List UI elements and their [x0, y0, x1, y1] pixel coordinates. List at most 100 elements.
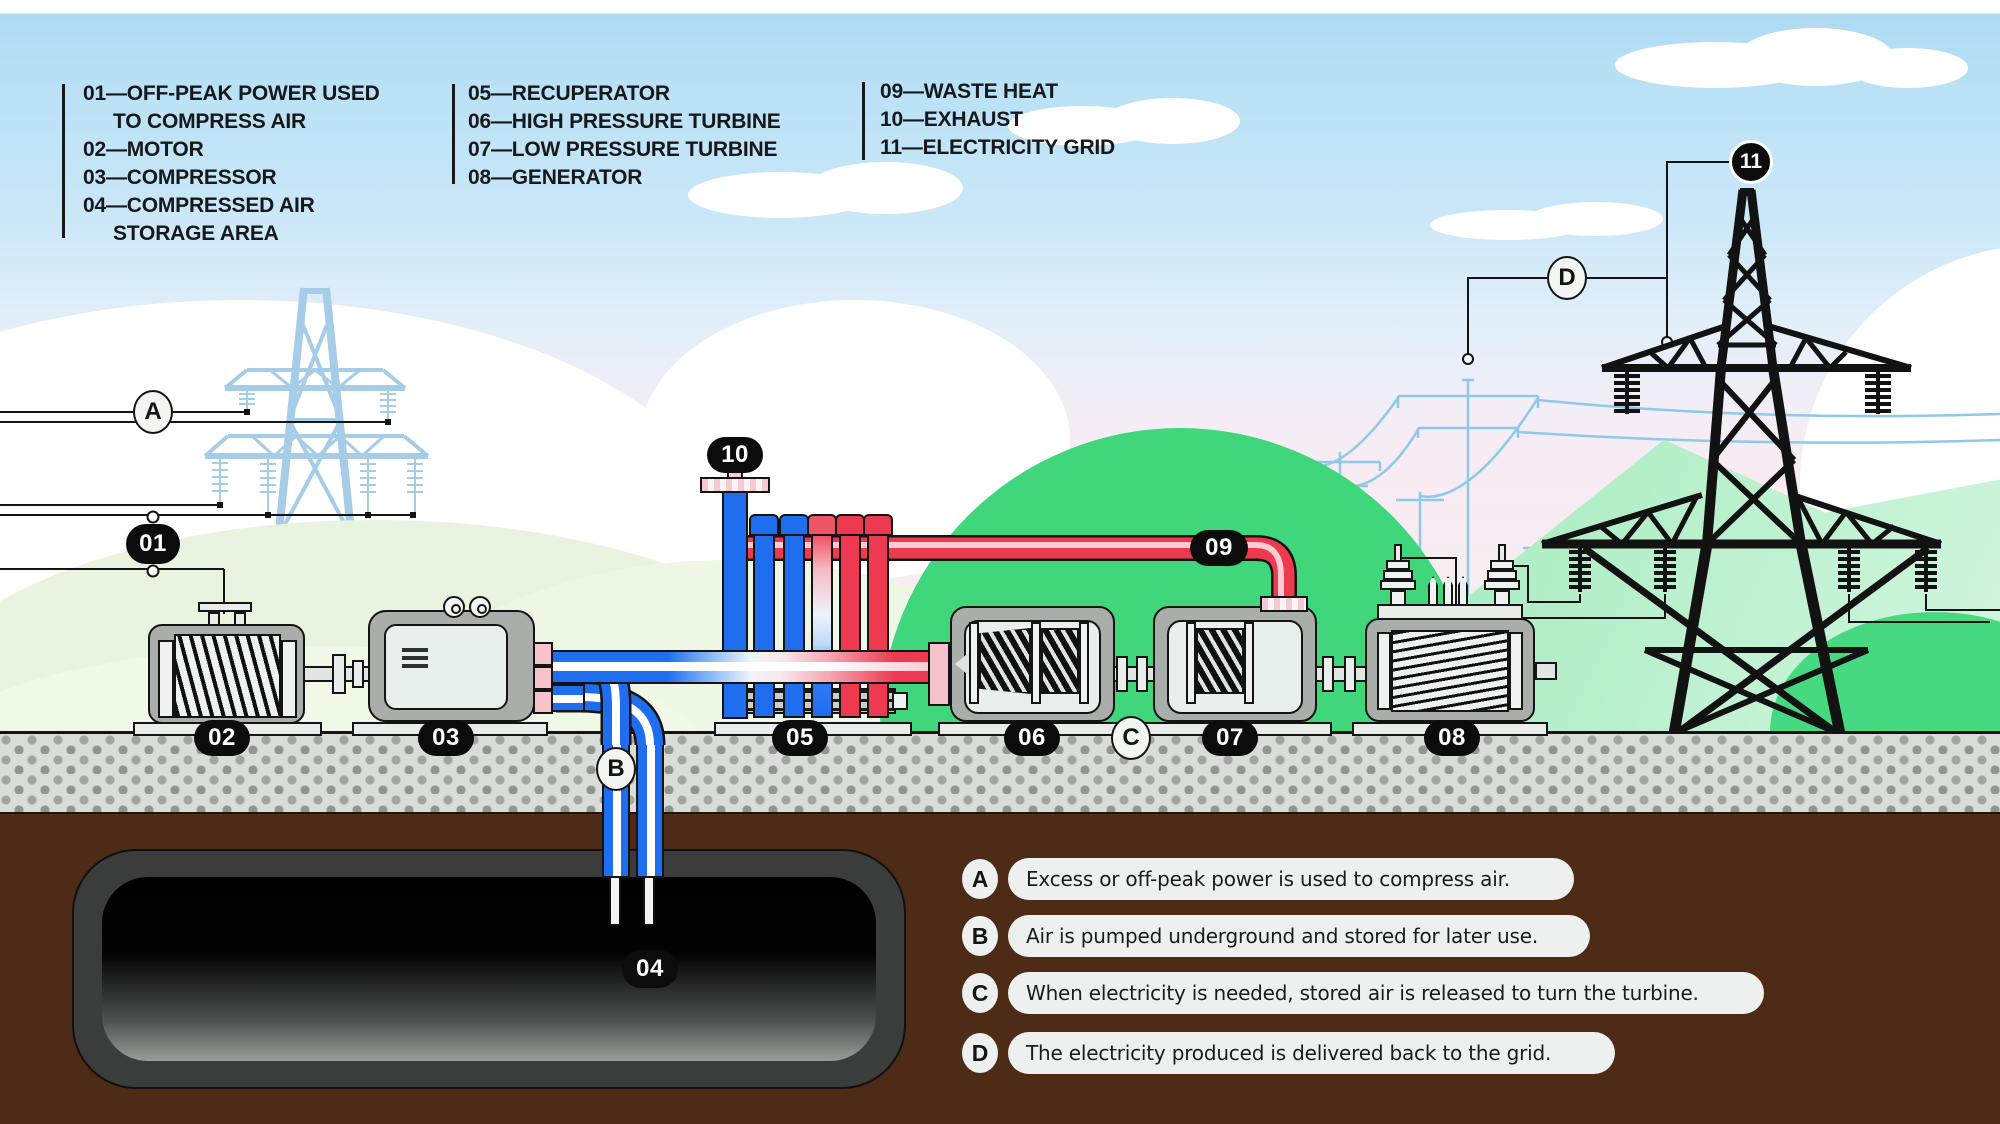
- rotor-ring: [1031, 622, 1041, 704]
- turbine-top-flange: [1260, 596, 1308, 612]
- pipe-cap: [749, 514, 779, 536]
- callout-text-c: When electricity is needed, stored air i…: [1008, 972, 1764, 1014]
- legend-column-2: 05—RECUPERATOR 06—HIGH PRESSURE TURBINE …: [468, 80, 781, 192]
- bushing-disc: [1383, 570, 1413, 580]
- callout-text-b: Air is pumped underground and stored for…: [1008, 915, 1590, 957]
- legend-item: 01—OFF-PEAK POWER USED: [83, 82, 380, 105]
- exhaust-flange: [700, 477, 770, 493]
- vent-slot: [402, 648, 428, 652]
- callout-list-letter-d: D: [962, 1033, 998, 1073]
- cloud: [1105, 98, 1240, 144]
- legend-item: 09—WASTE HEAT: [880, 80, 1058, 103]
- legend-item: 02—MOTOR: [83, 138, 204, 161]
- turbine-blades: [1196, 628, 1244, 694]
- callout-marker-b: B: [596, 747, 636, 791]
- turbine-inlet-flange: [928, 642, 950, 706]
- callout-marker-d: D: [1547, 256, 1587, 300]
- legend-item: 06—HIGH PRESSURE TURBINE: [468, 110, 781, 133]
- callout-list-letter-c: C: [962, 973, 998, 1013]
- marker-02: 02: [194, 720, 250, 756]
- marker-03: 03: [418, 720, 474, 756]
- rotor-ring: [1244, 622, 1254, 704]
- grid-tower: [1541, 188, 1942, 737]
- marker-06: 06: [1004, 720, 1060, 756]
- generator-stub-shaft: [1535, 662, 1557, 680]
- legend-item: 10—EXHAUST: [880, 108, 1023, 131]
- ground-strip: [0, 731, 2000, 813]
- gauge-icon: [443, 596, 465, 618]
- marker-05: 05: [772, 720, 828, 756]
- manifold-tab: [892, 692, 908, 710]
- coupling: [1322, 656, 1334, 692]
- compressor-outlet-flange: [533, 642, 553, 666]
- cloud: [808, 162, 963, 214]
- callout-list-letter-a: A: [962, 859, 998, 899]
- turbine-blades: [979, 628, 1031, 694]
- exhaust-stack: [722, 489, 748, 719]
- compressor-outlet-flange: [533, 690, 553, 714]
- marker-11: 11: [1729, 140, 1773, 184]
- pipe-cap: [807, 514, 837, 536]
- bushing-base: [1390, 590, 1406, 606]
- legend-divider: [452, 84, 455, 184]
- legend-item-cont: TO COMPRESS AIR: [113, 110, 307, 133]
- marker-01: 01: [126, 524, 180, 564]
- coupling: [1136, 656, 1148, 692]
- pipe-stub: [643, 876, 655, 926]
- marker-07: 07: [1202, 720, 1258, 756]
- legend-column-3: 09—WASTE HEAT 10—EXHAUST 11—ELECTRICITY …: [880, 78, 1115, 162]
- pin-insulator-icon: [1428, 576, 1438, 606]
- legend-item: 08—GENERATOR: [468, 166, 643, 189]
- legend-item: 07—LOW PRESSURE TURBINE: [468, 138, 778, 161]
- callout-text-d: The electricity produced is delivered ba…: [1008, 1032, 1615, 1074]
- marker-04: 04: [622, 950, 678, 988]
- marker-09: 09: [1190, 530, 1248, 566]
- bushing-disc: [1386, 560, 1410, 570]
- recuperator-pipe-hot: [867, 526, 889, 718]
- legend-divider: [862, 82, 865, 160]
- legend-divider: [62, 84, 65, 238]
- legend-column-1: 01—OFF-PEAK POWER USED TO COMPRESS AIR 0…: [83, 80, 380, 248]
- legend-item-cont: STORAGE AREA: [113, 222, 279, 245]
- recuperator-pipe-cold: [783, 526, 805, 718]
- rotor-ring: [1079, 622, 1089, 704]
- bushing-disc: [1487, 570, 1517, 580]
- generator-end-cap: [1509, 632, 1523, 710]
- vent-slot: [402, 664, 428, 668]
- vent-slot: [402, 656, 428, 660]
- pin-insulator-icon: [1443, 576, 1453, 606]
- pipe-cap: [835, 514, 865, 536]
- motor-coil: [174, 634, 281, 718]
- callout-marker-c: C: [1111, 716, 1151, 760]
- pin-insulator-icon: [1458, 576, 1468, 606]
- compressor-body: [384, 624, 508, 710]
- motor-end-cap: [158, 640, 174, 718]
- callout-marker-a: A: [133, 390, 173, 434]
- motor-end-cap: [281, 640, 297, 718]
- cloud: [1528, 202, 1663, 236]
- callout-text-a: Excess or off-peak power is used to comp…: [1008, 858, 1574, 900]
- legend-item: 04—COMPRESSED AIR: [83, 194, 315, 217]
- recuperator-pipe-cold: [753, 526, 775, 718]
- motor-top-plate: [198, 602, 252, 612]
- pipe-cap: [863, 514, 893, 536]
- bushing-base: [1494, 590, 1510, 606]
- main-air-pipe: [551, 650, 935, 684]
- recuperator-pipe-hot: [839, 526, 861, 718]
- air-pipe-lower: [551, 684, 585, 712]
- pipe-stub: [609, 876, 621, 926]
- marker-10: 10: [707, 437, 763, 473]
- recuperator-pipe-mixed: [811, 526, 833, 718]
- marker-08: 08: [1424, 720, 1480, 756]
- rotor-ring: [969, 622, 979, 704]
- pipe-cap: [779, 514, 809, 536]
- turbine-blades: [1041, 628, 1079, 694]
- callout-list-letter-b: B: [962, 916, 998, 956]
- cloud: [1848, 48, 1968, 88]
- rotor-ring: [1186, 622, 1196, 704]
- gauge-icon: [469, 596, 491, 618]
- bushing-disc: [1484, 580, 1520, 590]
